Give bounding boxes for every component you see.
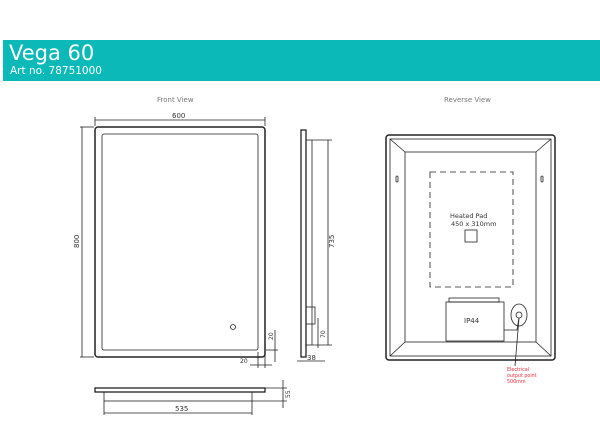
bottom-width-dim: 535 xyxy=(175,405,188,413)
article-number: Art no. 78751000 xyxy=(10,65,102,77)
ip44-label: IP44 xyxy=(464,317,480,325)
depth-dim: 38 xyxy=(307,354,316,362)
header-band xyxy=(3,40,600,81)
electrical-label-2: output point xyxy=(507,373,537,379)
front-view: 600 800 20 20 xyxy=(73,112,278,368)
product-title: Vega 60 xyxy=(9,41,95,65)
electrical-label-3: 500mm xyxy=(507,379,526,385)
touch-sensor-icon xyxy=(230,324,236,330)
front-view-label: Front View xyxy=(157,96,194,104)
front-width-dim: 600 xyxy=(172,112,185,120)
electrical-label-1: Electrical xyxy=(507,367,529,373)
electrical-outlet-icon xyxy=(510,303,528,327)
side-height-dim: 735 xyxy=(328,235,336,248)
edge-right-dim: 20 xyxy=(268,332,275,340)
bottom-depth-dim: 55 xyxy=(285,390,292,398)
socket-dim: 70 xyxy=(320,330,327,338)
heated-pad-size: 450 x 310mm xyxy=(451,220,496,228)
reverse-view: Heated Pad 450 x 310mm IP44 Electrical o… xyxy=(385,134,556,385)
reverse-view-label: Reverse View xyxy=(444,96,491,104)
edge-bottom-dim: 20 xyxy=(240,358,248,365)
bottom-view: 535 55 xyxy=(94,380,292,415)
front-height-dim: 800 xyxy=(73,235,81,248)
side-view: 735 70 38 xyxy=(297,129,336,362)
heated-pad-label: Heated Pad xyxy=(450,212,487,220)
